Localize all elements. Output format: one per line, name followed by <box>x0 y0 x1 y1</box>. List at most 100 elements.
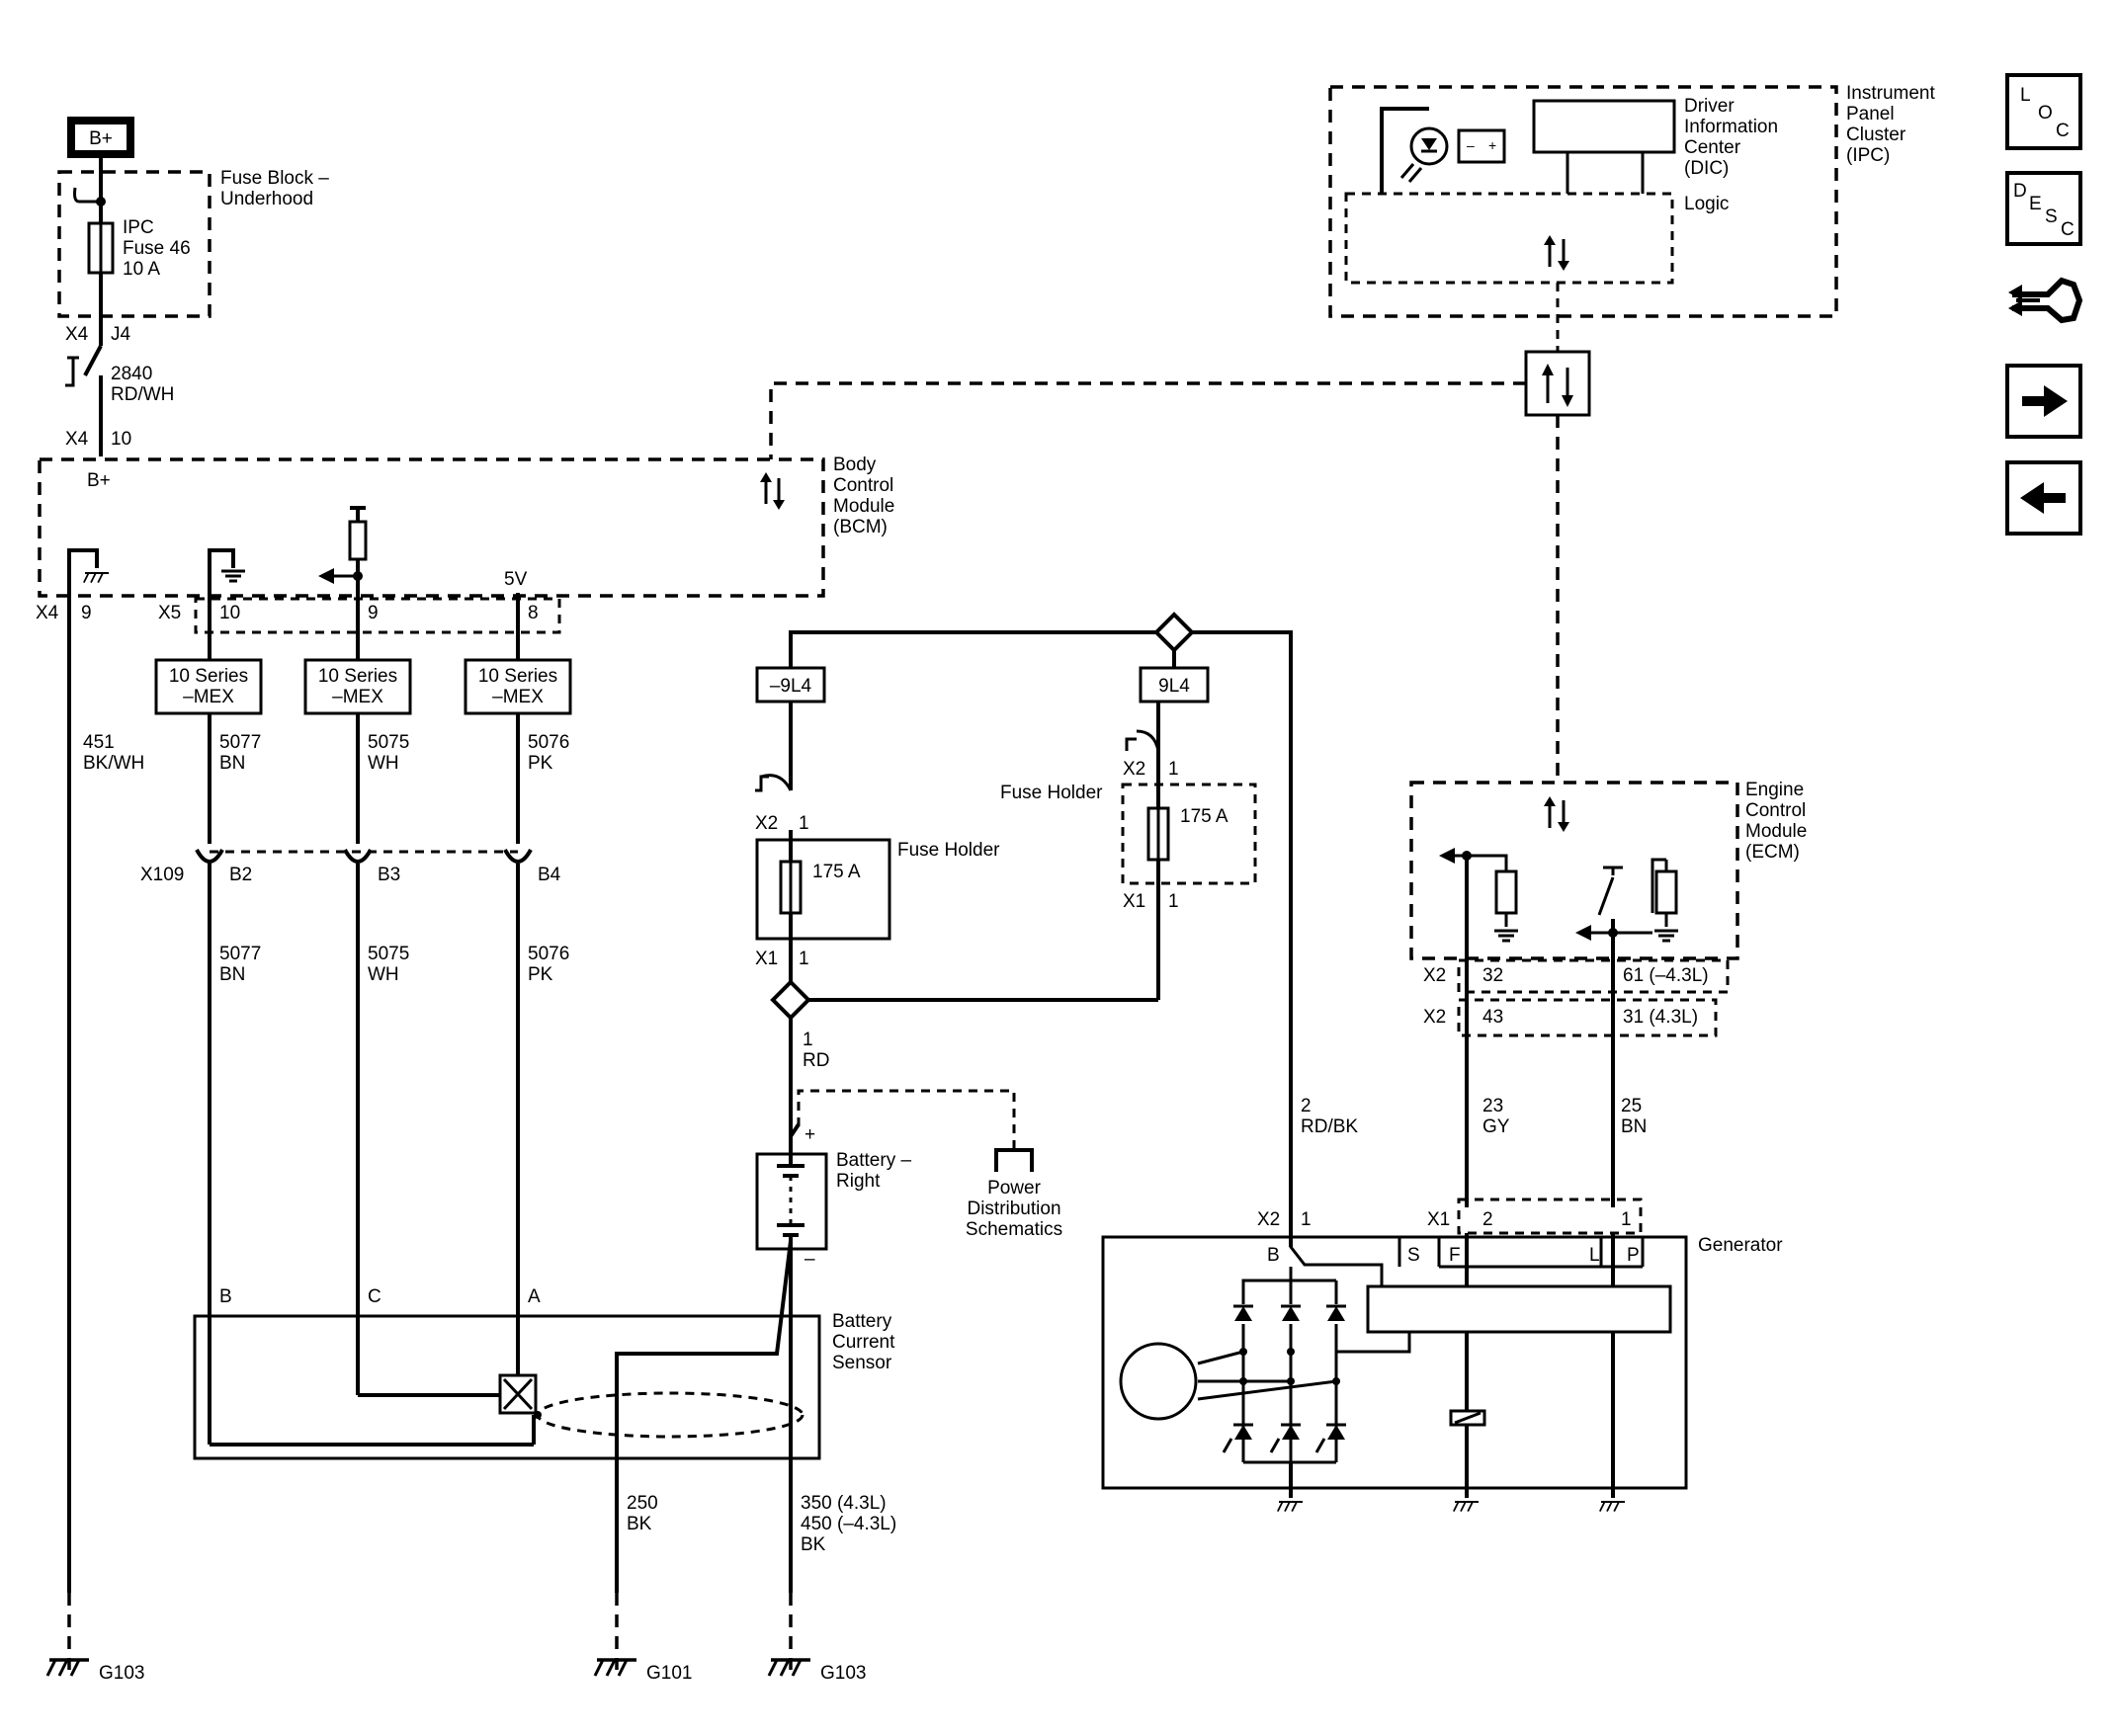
dic-line3: Center <box>1684 137 1741 158</box>
fuse-block-underhood: Fuse Block – Underhood IPC Fuse 46 10 A <box>57 158 329 346</box>
loc-icon[interactable]: L O C <box>2005 73 2082 150</box>
gen-x1-pin1: 1 <box>1621 1209 1632 1230</box>
fh-right-x1: X1 <box>1123 891 1145 912</box>
wire-350-color: BK <box>801 1534 826 1555</box>
fuse-holder-right: 175 A <box>1121 783 1257 885</box>
wire-5077-color: BN <box>219 753 245 774</box>
wire-350-circuit: 350 (4.3L) <box>801 1493 887 1514</box>
battery-title-2: Right <box>836 1171 881 1192</box>
mex-splice-1: 10 Series –MEX <box>154 658 263 715</box>
splice-9l4: 9L4 <box>1139 666 1210 703</box>
loc-letter-c: C <box>2056 121 2070 141</box>
desc-icon[interactable]: D E S C <box>2005 171 2082 246</box>
fh-right-label: Fuse Holder <box>1000 783 1103 803</box>
fuse-number: Fuse 46 <box>123 238 191 259</box>
mex3-line1: 10 Series <box>478 666 557 687</box>
battery-right: + – Battery – Right <box>755 1124 911 1270</box>
ecm-data-arrows-icon <box>1544 796 1569 832</box>
splice-9l4-label: 9L4 <box>1158 676 1190 697</box>
connector-icon[interactable] <box>2008 277 2083 324</box>
battery-plus: + <box>804 1124 815 1145</box>
loc-letter-l: L <box>2020 85 2031 106</box>
ecm-pin-43: 43 <box>1482 1007 1503 1028</box>
wire-5077-lower-circuit: 5077 <box>219 944 261 964</box>
loc-letter-o: O <box>2038 103 2053 124</box>
fuse-holder-left: Fuse Holder 175 A <box>755 830 1000 949</box>
bcm-title-1: Body <box>833 455 877 475</box>
g101-label: G101 <box>646 1663 692 1684</box>
svg-text:–: – <box>1467 137 1475 153</box>
fh-right-x1-pin: 1 <box>1168 891 1179 912</box>
ecm-x2-a: X2 <box>1423 965 1446 986</box>
x109-b3: B3 <box>378 865 400 885</box>
mex2-line1: 10 Series <box>318 666 397 687</box>
gen-x2-pin: 1 <box>1301 1209 1312 1230</box>
dic-line1: Driver <box>1684 96 1735 117</box>
bcm-x5: X5 <box>158 603 181 623</box>
wire-2840-circuit: 2840 <box>111 364 152 384</box>
pd-line3: Schematics <box>966 1219 1062 1240</box>
fh-left-x1: X1 <box>755 949 778 969</box>
wire-5075-circuit: 5075 <box>368 732 409 753</box>
fh-left-label: Fuse Holder <box>897 840 1000 861</box>
fh-right-x2-pin: 1 <box>1168 759 1179 780</box>
g103-right-label: G103 <box>820 1663 866 1684</box>
bcm-pin8: 8 <box>528 603 539 623</box>
desc-letter-s: S <box>2045 207 2058 227</box>
mex-splice-2: 10 Series –MEX <box>303 658 412 715</box>
ecm-title-2: Control <box>1745 800 1806 821</box>
gen-x1: X1 <box>1427 1209 1450 1230</box>
fh-right-rating: 175 A <box>1180 806 1228 827</box>
ecm-pin-31: 31 (4.3L) <box>1623 1007 1698 1028</box>
desc-letter-e: E <box>2029 194 2042 214</box>
mex1-line2: –MEX <box>183 687 234 707</box>
x109-label: X109 <box>140 865 184 885</box>
gen-x1-pin2: 2 <box>1482 1209 1493 1230</box>
wire-5076-lower-circuit: 5076 <box>528 944 569 964</box>
pd-line1: Power <box>987 1178 1042 1199</box>
battery-minus: – <box>804 1249 815 1270</box>
body-control-module: Body Control Module (BCM) B+ 5V <box>38 455 894 605</box>
fuse-name: IPC <box>123 217 154 238</box>
j4-pin: J4 <box>111 324 131 345</box>
ecm-title-3: Module <box>1745 821 1807 842</box>
desc-letter-d: D <box>2013 181 2027 202</box>
wire-25-color: BN <box>1621 1116 1647 1137</box>
next-page-icon[interactable] <box>2005 364 2082 439</box>
instrument-panel-cluster: Instrument Panel Cluster (IPC) – + Drive… <box>1328 83 1935 318</box>
ground-g103-right: G103 <box>767 1658 866 1684</box>
gen-terminal-l: L <box>1589 1245 1600 1266</box>
fuse-block-title-1: Fuse Block – <box>220 168 329 189</box>
wire-5076-circuit: 5076 <box>528 732 569 753</box>
desc-letter-c: C <box>2061 219 2075 240</box>
bcs-pin-a: A <box>528 1286 541 1307</box>
splice-minus-9l4: –9L4 <box>755 666 826 703</box>
ipc-title-4: (IPC) <box>1846 145 1890 166</box>
g103-left-label: G103 <box>99 1663 144 1684</box>
wire-23-color: GY <box>1482 1116 1510 1137</box>
gen-terminal-p: P <box>1627 1245 1640 1266</box>
bcm-title-3: Module <box>833 496 894 517</box>
wire-2-color: RD/BK <box>1301 1116 1358 1137</box>
gen-terminal-s: S <box>1407 1245 1420 1266</box>
battery-warning-icon: – + <box>1457 128 1506 164</box>
previous-page-icon[interactable] <box>2005 460 2082 536</box>
x109-b2: B2 <box>229 865 252 885</box>
fuse-rating: 10 A <box>123 259 160 280</box>
bcm-pin10: 10 <box>219 603 240 623</box>
wire-25-circuit: 25 <box>1621 1096 1642 1116</box>
dic-line4: (DIC) <box>1684 158 1729 179</box>
pd-line2: Distribution <box>967 1199 1060 1219</box>
bcm-title-4: (BCM) <box>833 517 888 537</box>
ipc-title-2: Panel <box>1846 104 1895 124</box>
bcm-data-arrows-icon <box>760 472 785 510</box>
engine-control-module: Engine Control Module (ECM) <box>1409 780 1807 963</box>
wire-23-circuit: 23 <box>1482 1096 1503 1116</box>
bcs-title-1: Battery <box>832 1311 892 1332</box>
ipc-title-3: Cluster <box>1846 124 1906 145</box>
wire-1-color: RD <box>803 1050 829 1071</box>
ground-g101: G101 <box>593 1658 692 1684</box>
power-distribution-connector-icon <box>994 1148 1034 1172</box>
bplus-label: B+ <box>89 128 113 149</box>
wire-5075-lower-color: WH <box>368 964 399 985</box>
